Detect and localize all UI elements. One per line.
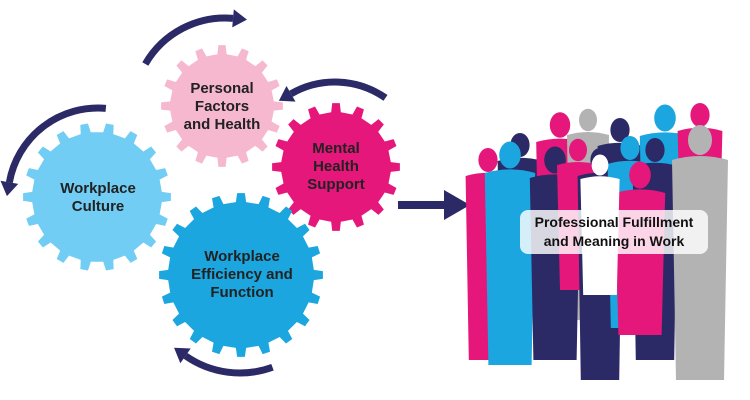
cycle-arrow-top — [142, 14, 234, 66]
person-head — [645, 138, 665, 162]
label-line: Culture — [71, 198, 125, 215]
person-head — [654, 104, 676, 132]
cycle-arrow-bottom — [183, 352, 274, 377]
gear-personal-factors — [161, 45, 283, 167]
gear-mental-health — [272, 103, 400, 231]
gear-label-mental: Mental Health Support — [307, 140, 365, 194]
person-head — [629, 161, 651, 189]
outcome-label: Professional Fulfillment and Meaning in … — [520, 210, 708, 254]
cycle-arrow-top-head — [232, 9, 247, 28]
person-head — [690, 103, 710, 127]
person-silhouette — [672, 156, 728, 380]
label-line: Workplace — [204, 248, 280, 265]
gear-label-personal: Personal Factors and Health — [184, 80, 261, 134]
person-head — [478, 148, 498, 172]
person-head — [499, 141, 521, 169]
gear-label-efficiency: Workplace Efficiency and Function — [191, 248, 293, 302]
person-head — [620, 136, 640, 160]
cycle-arrow-left-head — [0, 180, 19, 197]
label-line: Efficiency and — [191, 266, 293, 283]
outcome-line: Professional Fulfillment — [534, 214, 694, 230]
person-silhouette — [484, 169, 536, 365]
person-head — [610, 118, 630, 142]
label-line: Personal — [190, 80, 254, 97]
cycle-arrow-mental-head — [278, 85, 296, 102]
person-head — [549, 112, 571, 138]
cycle-arrow-bottom-head — [174, 347, 191, 364]
label-line: Mental — [312, 140, 360, 157]
person-head — [591, 154, 609, 176]
gear-workplace-efficiency — [159, 193, 323, 357]
label-line: Workplace — [60, 180, 136, 197]
main-arrow-shaft — [398, 201, 446, 209]
gear-workplace-culture — [23, 123, 171, 271]
person-head — [569, 138, 587, 162]
person-head — [579, 108, 597, 132]
label-line: Factors — [194, 98, 250, 115]
label-line: Function — [210, 284, 274, 301]
person-head — [688, 125, 712, 155]
cycle-arrow-mental — [289, 78, 388, 101]
main-arrow-head — [444, 190, 470, 220]
label-line: and Health — [183, 116, 261, 133]
label-line: Support — [307, 176, 365, 193]
cycle-arrow-left — [5, 104, 107, 184]
label-line: Health — [313, 158, 359, 175]
gear-label-culture: Workplace Culture — [60, 180, 136, 216]
outcome-line: and Meaning in Work — [543, 233, 685, 249]
